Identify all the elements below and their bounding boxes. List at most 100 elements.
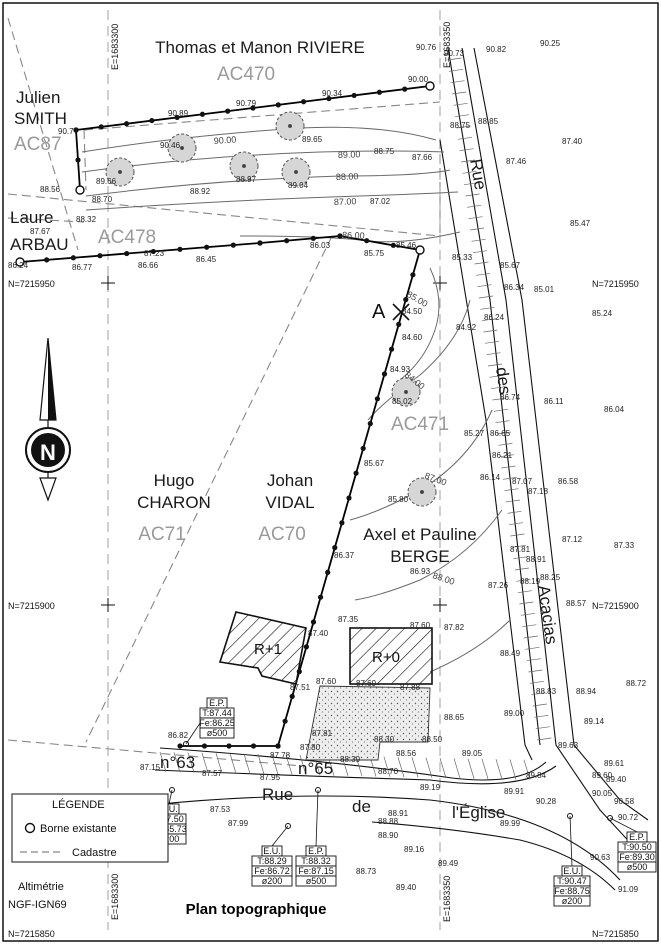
spot-height: 85.80 [388,495,409,504]
spot-height: 89.40 [396,883,417,892]
spot-height: 85.01 [534,285,555,294]
rue-des-acacias-lines [439,47,649,863]
coord-e-left-bottom: E=1683300 [110,874,120,920]
spot-height: 89.66 [96,177,117,186]
info-box-title: E.P. [308,846,324,856]
spot-height: 84.92 [456,323,477,332]
spot-height: 90.25 [540,39,561,48]
street-rue-eglise-2: de [352,797,371,816]
bornes [15,81,435,749]
north-arrow: N [25,337,71,502]
info-box-row: Fe:86.72 [254,866,290,876]
spot-height: 88.75 [450,121,471,130]
contour-label: 90.00 [213,134,236,146]
spot-height: 90.58 [614,797,635,806]
info-box-row: ø500 [207,728,228,738]
spot-height: 88.91 [388,809,409,818]
spot-height: 87.12 [562,535,583,544]
spot-height: 87.33 [614,541,635,550]
info-box-title: E.U. [563,866,581,876]
spot-height: 90.46 [160,141,181,150]
spot-height: 87.95 [260,773,281,782]
spot-height: 87.80 [300,743,321,752]
coord-e-right-top: E=1683350 [442,22,452,68]
spot-height: 89.99 [500,819,521,828]
contour-label: 88.00 [336,171,359,182]
spot-height: 89.61 [604,759,625,768]
info-box-row: Fe:87.15 [298,866,334,876]
spot-height: 88.39 [340,755,361,764]
street-rue-acacias-3: Acacias [534,584,561,646]
spot-height: 87.18 [528,487,549,496]
spot-height: 88.75 [374,147,395,156]
spot-height: 85.02 [392,397,413,406]
info-box-row: ø500 [627,862,648,872]
point-a-cross [392,303,410,321]
info-box-row: Fe:86.25 [199,718,235,728]
contour-lines [81,126,511,673]
legend-title: LÉGENDE [52,798,105,811]
spot-height: 87.67 [30,227,51,236]
info-box-row: ø500 [306,876,327,886]
info-box-row: Fe:88.75 [554,886,590,896]
info-box-title: E.U. [160,804,178,814]
spot-height: 86.21 [492,451,513,460]
spot-height: 89.63 [558,741,579,750]
rue-de-leglise-lines [149,747,621,891]
spot-height: 88.50 [422,735,443,744]
spot-height: 86.77 [72,263,93,272]
altimetry-system: NGF-IGN69 [8,899,67,911]
spot-height: 87.53 [210,805,231,814]
spot-height: 87.57 [202,769,223,778]
spot-height: 89.19 [420,783,441,792]
spot-height: 89.16 [404,845,425,854]
spot-height: 88.57 [566,599,587,608]
street-rue-eglise-3: l'Église [452,803,505,822]
gravel-driveway [305,685,431,761]
spot-height: 88.94 [576,687,597,696]
plan-title: Plan topographique [186,901,327,918]
point-a-label: A [372,301,386,323]
building-r1 [218,611,307,685]
building-r1-label: R+1 [254,641,282,658]
spot-height: 88.25 [540,573,561,582]
spot-height: 90.76 [416,43,437,52]
parcel-ac71: AC71 [138,524,186,545]
spot-height: 89.05 [462,749,483,758]
owner-riviere: Thomas et Manon RIVIERE [155,38,365,57]
spot-height: 87.69 [356,679,377,688]
info-box-title: E.P. [629,832,645,842]
spot-height: 89.84 [526,771,547,780]
owner-smith-first: Julien [16,88,60,107]
info-box-title: E.U. [263,846,281,856]
legend-item-borne: Borne existante [40,823,116,835]
owner-charon-last: CHARON [137,493,211,512]
coord-n-mid-left: N=7215900 [8,601,55,611]
spot-height: 87.46 [506,157,527,166]
owner-smith-last: SMITH [14,109,67,128]
info-box-row: T:87.44 [202,708,232,718]
spot-height: 88.30 [374,735,395,744]
spot-height: 87.60 [316,677,337,686]
spot-height: 85.46 [396,241,417,250]
spot-height: 90.34 [322,89,343,98]
spot-height: 88.70 [92,195,113,204]
street-rue-acacias-1: Rue [466,157,490,191]
spot-height: 84.50 [402,307,423,316]
info-box-row: T:90.50 [622,842,652,852]
spot-height: 88.88 [378,817,399,826]
parcel-ac478: AC478 [98,227,156,248]
parcel-ac70: AC70 [258,524,306,545]
info-box-row: ø200 [159,834,180,844]
coord-e-right-bottom: E=1683350 [442,876,452,922]
spot-height: 85.27 [464,429,485,438]
spot-height: 88.73 [356,867,377,876]
info-box-row: T:90.47 [557,876,587,886]
legend-item-cadastre: Cadastre [72,847,117,859]
